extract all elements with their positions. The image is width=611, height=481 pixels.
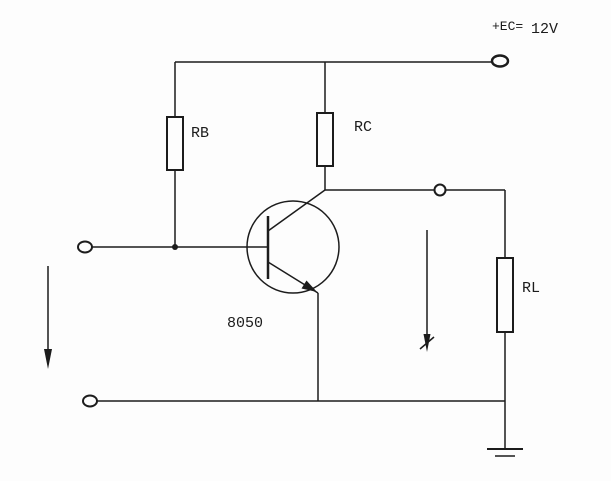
supply-value: 12V <box>531 21 558 38</box>
terminal-input <box>77 240 93 254</box>
resistor-rc-body <box>316 112 334 167</box>
terminal-output <box>433 183 447 197</box>
resistors-group <box>166 112 514 333</box>
right-down-arrow-tick <box>419 336 435 350</box>
resistor-rb-label: RB <box>191 125 209 142</box>
transistor-emitter-arrowhead <box>301 280 317 292</box>
transistor-body-circle <box>246 200 340 294</box>
terminal-supply <box>490 54 510 68</box>
ground-symbol <box>487 448 523 457</box>
resistor-rb-body <box>166 116 184 171</box>
resistor-rl-label: RL <box>522 280 540 297</box>
terminal-ground-left <box>82 394 98 408</box>
transistor-collector-lead <box>267 189 326 232</box>
resistor-rl-body <box>496 257 514 333</box>
resistor-rc-label: RC <box>354 119 372 136</box>
wires-group <box>92 61 506 449</box>
transistor-label: 8050 <box>227 315 263 332</box>
terminals-group <box>77 54 510 408</box>
arrows-group <box>44 230 435 369</box>
supply-label: +EC= <box>492 19 523 34</box>
left-down-arrow-head <box>44 349 52 369</box>
junction-dot-base <box>172 244 178 250</box>
transistor-symbol <box>246 189 340 294</box>
